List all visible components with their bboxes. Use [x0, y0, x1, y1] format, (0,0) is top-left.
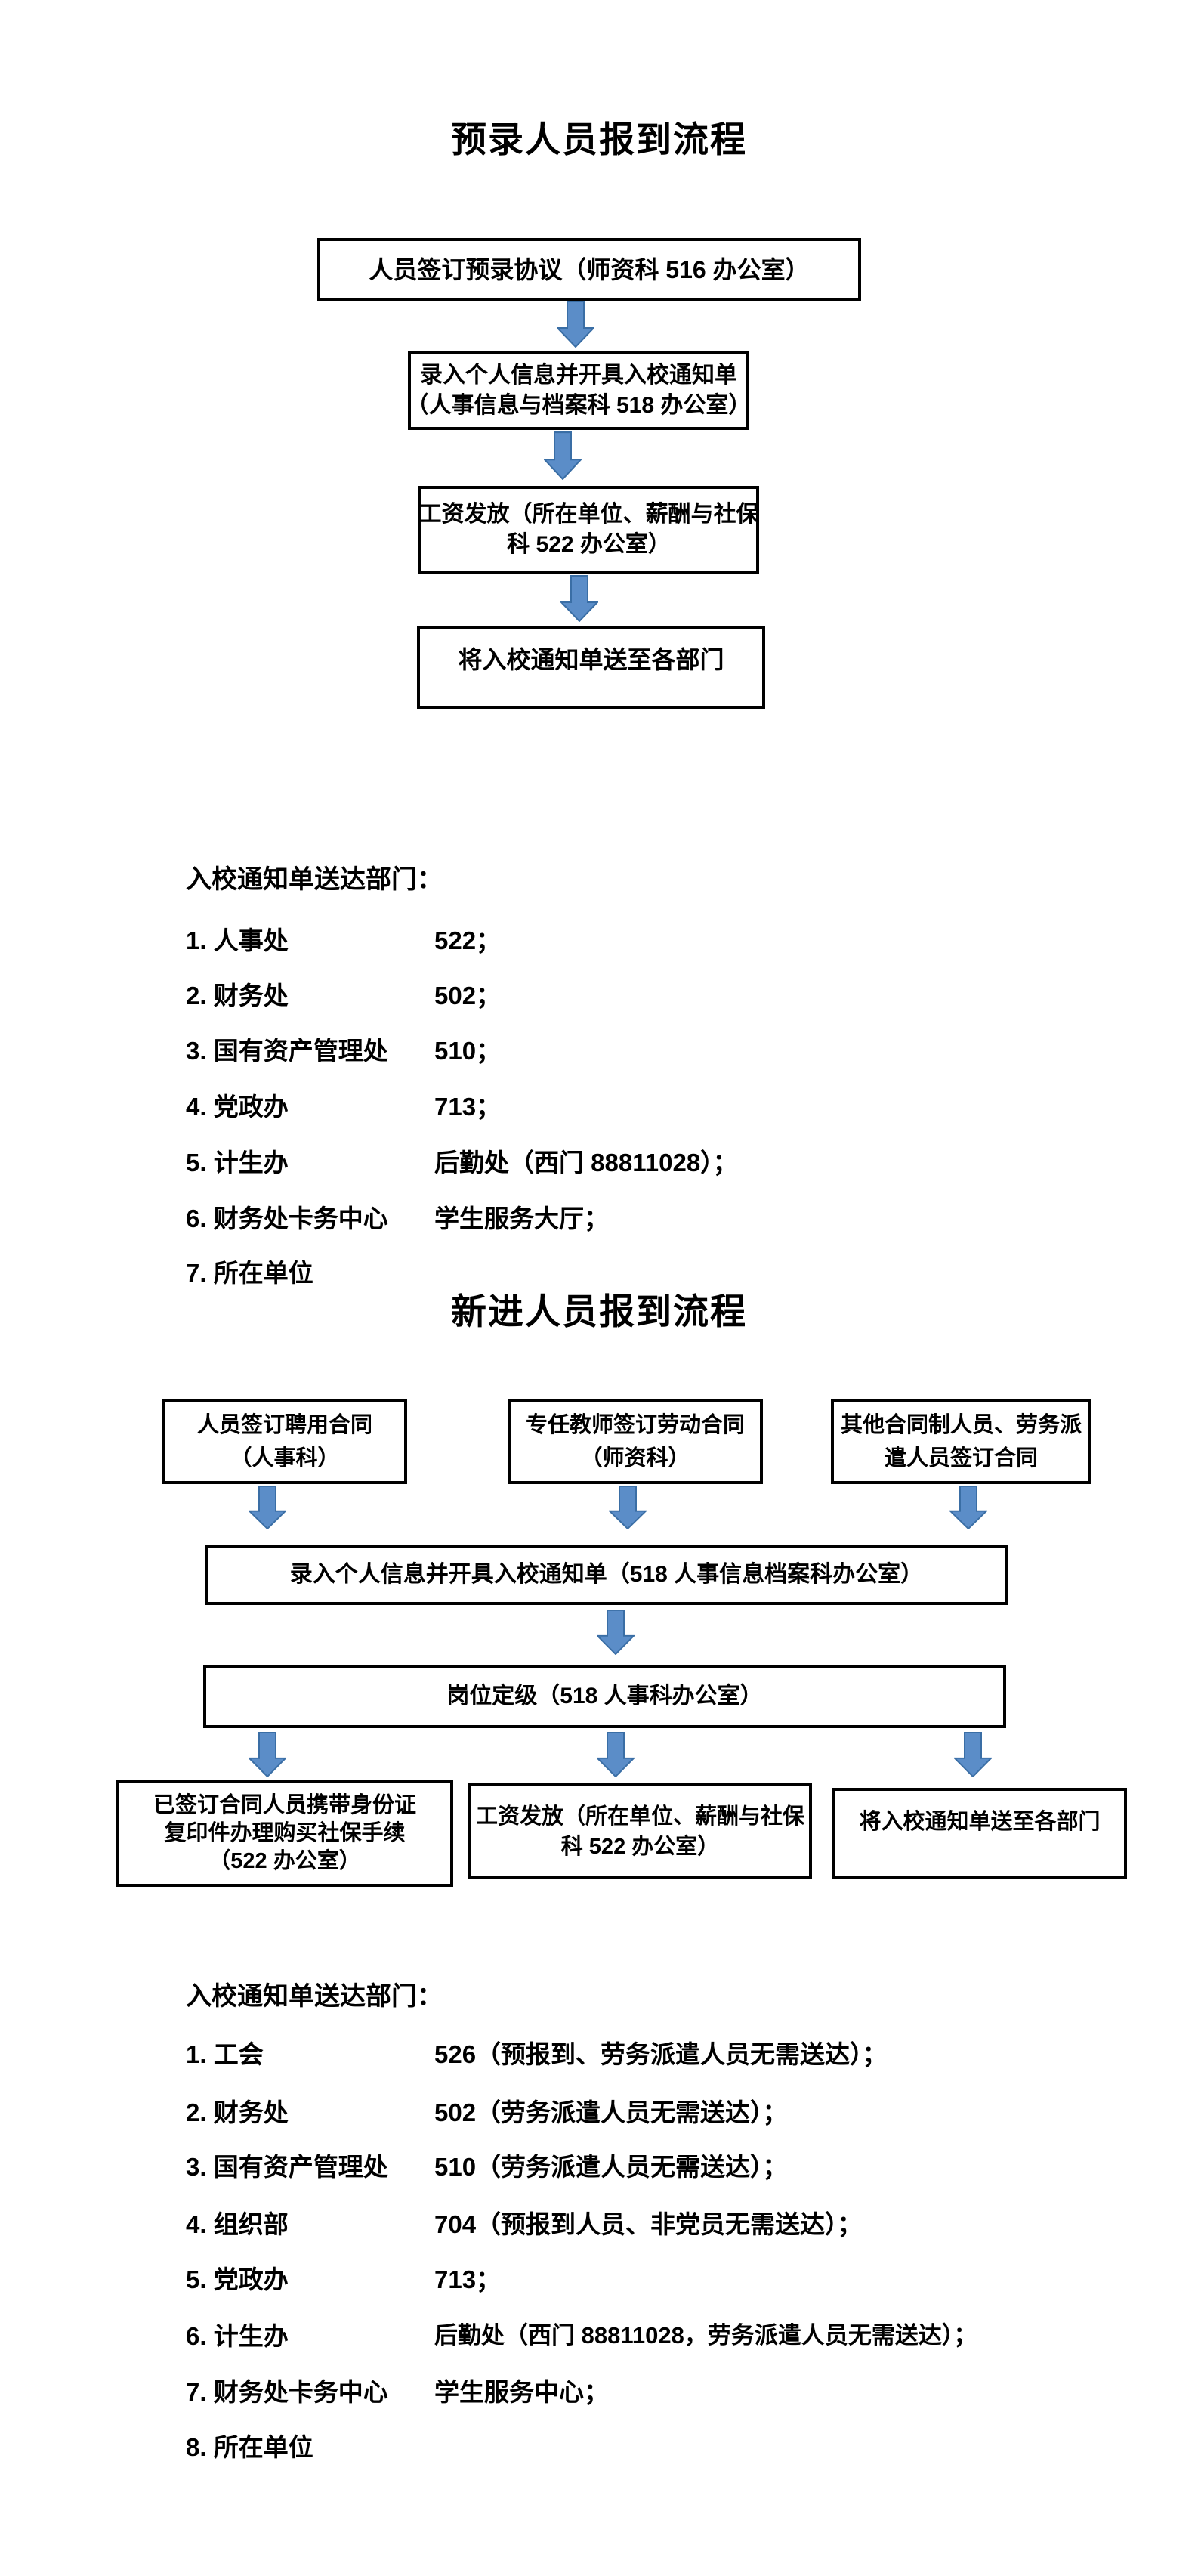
- list1-heading: 入校通知单送达部门：: [186, 865, 443, 894]
- list1-item-value: 713；: [434, 1093, 502, 1121]
- list2-item-value: 526（预报到、劳务派遣人员无需送达）；: [434, 2040, 888, 2068]
- list2-item-label: 2. 财务处: [186, 2098, 289, 2126]
- list2-item-label: 4. 组织部: [186, 2210, 289, 2238]
- flow2-box-salary: 工资发放（所在单位、薪酬与社保 科 522 办公室）: [468, 1783, 812, 1879]
- chart1-title: 预录人员报到流程: [451, 121, 747, 160]
- down-arrow-icon: [609, 1486, 647, 1529]
- down-arrow-icon: [557, 301, 594, 348]
- list1-item-value: 522；: [434, 926, 502, 954]
- list2-item-label: 3. 国有资产管理处: [186, 2153, 388, 2181]
- flow2-box-enter-info: 录入个人信息并开具入校通知单（518 人事信息档案科办公室）: [205, 1545, 1008, 1605]
- down-arrow-icon: [249, 1486, 286, 1529]
- list1-item-label: 1. 人事处: [186, 926, 289, 954]
- flow2-box-grade-position: 岗位定级（518 人事科办公室）: [203, 1665, 1006, 1728]
- list2-item-label: 8. 所在单位: [186, 2433, 313, 2461]
- list1-item-label: 3. 国有资产管理处: [186, 1037, 388, 1065]
- list2-heading: 入校通知单送达部门：: [186, 1982, 443, 2011]
- list1-item-value: 510；: [434, 1037, 502, 1065]
- list2-item-value: 510（劳务派遣人员无需送达）；: [434, 2153, 788, 2181]
- list2-item-label: 7. 财务处卡务中心: [186, 2378, 388, 2406]
- flow2-box-teacher-contract: 专任教师签订劳动合同 （师资科）: [508, 1399, 763, 1484]
- list2-item-value: 学生服务中心；: [434, 2378, 609, 2406]
- down-arrow-icon: [597, 1610, 635, 1655]
- down-arrow-icon: [560, 575, 598, 622]
- list2-item-label: 1. 工会: [186, 2040, 264, 2068]
- down-arrow-icon: [249, 1732, 286, 1777]
- flow2-box-deliver-notice: 将入校通知单送至各部门: [832, 1788, 1127, 1879]
- flow1-box-sign-agreement: 人员签订预录协议（师资科 516 办公室）: [317, 238, 861, 301]
- flow1-box-salary: 工资发放（所在单位、薪酬与社保 科 522 办公室）: [418, 486, 759, 574]
- flow1-box-deliver-notice: 将入校通知单送至各部门: [417, 626, 765, 709]
- list2-item-value: 后勤处（西门 88811028，劳务派遣人员无需送达）；: [434, 2322, 977, 2349]
- down-arrow-icon: [949, 1486, 987, 1529]
- list2-item-label: 5. 党政办: [186, 2265, 289, 2293]
- list1-item-label: 2. 财务处: [186, 982, 289, 1010]
- flow2-box-other-contract: 其他合同制人员、劳务派 遣人员签订合同: [831, 1399, 1091, 1484]
- chart2-title: 新进人员报到流程: [451, 1293, 747, 1332]
- list2-item-value: 713；: [434, 2265, 502, 2293]
- list2-item-value: 704（预报到人员、非党员无需送达）；: [434, 2210, 863, 2238]
- down-arrow-icon: [954, 1732, 992, 1777]
- list1-item-label: 6. 财务处卡务中心: [186, 1205, 388, 1232]
- flow2-box-social-insurance: 已签订合同人员携带身份证 复印件办理购买社保手续 （522 办公室）: [116, 1780, 453, 1887]
- list1-item-value: 后勤处（西门 88811028）；: [434, 1149, 738, 1177]
- flow1-box-enter-info: 录入个人信息并开具入校通知单 （人事信息与档案科 518 办公室）: [406, 351, 751, 430]
- flow1-box-sign-agreement-text: 人员签订预录协议（师资科 516 办公室）: [369, 255, 810, 283]
- down-arrow-icon: [544, 431, 582, 480]
- down-arrow-icon: [597, 1732, 635, 1777]
- list1-item-value: 502；: [434, 982, 502, 1010]
- list1-item-value: 学生服务大厅；: [434, 1205, 609, 1232]
- list1-item-label: 7. 所在单位: [186, 1259, 313, 1287]
- flow2-box-employment-contract: 人员签订聘用合同 （人事科）: [162, 1399, 407, 1484]
- list2-item-label: 6. 计生办: [186, 2322, 289, 2350]
- list2-item-value: 502（劳务派遣人员无需送达）；: [434, 2098, 788, 2126]
- list1-item-label: 4. 党政办: [186, 1093, 289, 1121]
- list1-item-label: 5. 计生办: [186, 1149, 289, 1177]
